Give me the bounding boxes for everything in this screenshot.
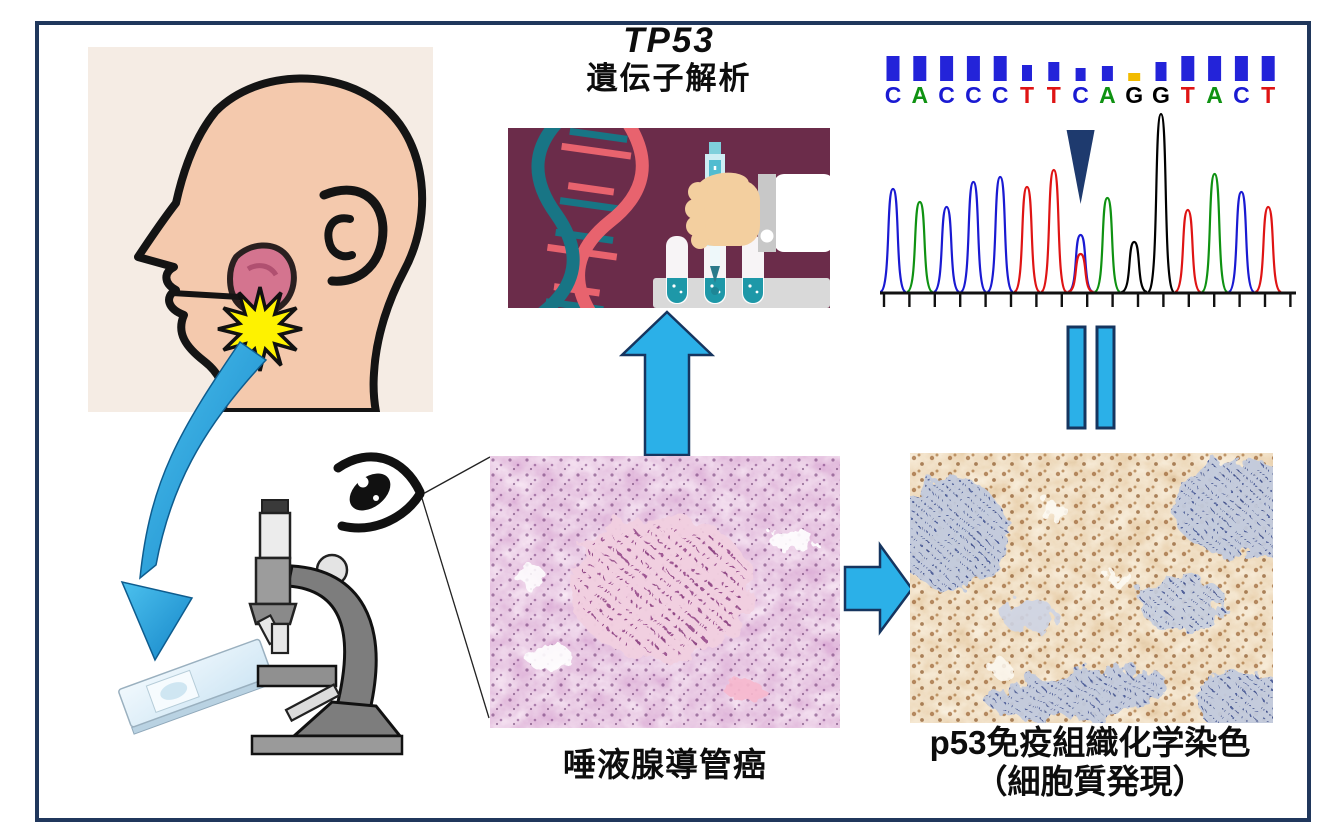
- quality-bar: [1181, 56, 1195, 81]
- body-tube: [254, 556, 292, 606]
- quality-bar: [993, 56, 1007, 81]
- ihc-white-gaps: [988, 504, 1132, 676]
- eye-highlight-small: [373, 495, 379, 501]
- ihc-label: p53免疫組織化学染色 （細胞質発現）: [888, 724, 1292, 802]
- quality-bar: [1208, 56, 1222, 81]
- trace-peak: [1174, 208, 1202, 294]
- ihc-label-line1: p53免疫組織化学染色: [929, 724, 1251, 761]
- title-gene-name: TP53: [623, 21, 715, 60]
- ear-inner-icon: [324, 214, 356, 261]
- base-letter: C: [1072, 82, 1089, 108]
- equals-sign: [1066, 325, 1116, 430]
- dna-strand-red: [572, 128, 649, 308]
- p53-ihc-image: [910, 453, 1273, 723]
- base-letter: T: [1047, 82, 1061, 108]
- view-line-bottom: [420, 494, 490, 719]
- base-letter: T: [1181, 82, 1195, 108]
- tube-rack: [653, 278, 830, 308]
- eye-lower-lid-icon: [337, 489, 425, 533]
- arrow-up-to-gene-analysis: [618, 310, 716, 457]
- quality-bar: [1261, 56, 1275, 81]
- quality-bar: [1075, 68, 1086, 81]
- trace-peak: [1200, 172, 1229, 294]
- base-letter: A: [1206, 82, 1223, 108]
- dna-helix-icon: [531, 128, 649, 308]
- he-histology-image: [490, 456, 840, 728]
- trace-peak: [905, 200, 934, 294]
- he-white-gaps: [514, 526, 812, 700]
- trace-peak: [986, 175, 1015, 294]
- trace-peak: [1067, 233, 1095, 294]
- eye-pupil: [349, 473, 391, 511]
- ihc-stroma-nuclei: [910, 460, 1273, 723]
- quality-bar: [1022, 65, 1032, 81]
- trace-peak: [1120, 240, 1148, 294]
- ear-outer-icon: [319, 185, 388, 286]
- base-letter: C: [885, 82, 902, 108]
- trace-peak: [1067, 252, 1095, 294]
- eyepiece-cap: [261, 499, 289, 514]
- base-letter: T: [1020, 82, 1034, 108]
- trace-peak: [1146, 112, 1176, 294]
- gene-analysis-title: TP53 遺伝子解析: [504, 20, 834, 98]
- trace-peak: [878, 187, 908, 294]
- patient-head-illustration: [88, 47, 433, 412]
- mirror: [284, 683, 341, 723]
- tumor-starburst-icon: [217, 286, 303, 372]
- quality-bar: [1234, 56, 1248, 81]
- quality-bar: [1128, 73, 1141, 81]
- trace-peak: [1012, 185, 1042, 294]
- trace-peak: [1039, 168, 1068, 294]
- test-tubes: [666, 236, 764, 304]
- comedonecrosis-area: [570, 516, 754, 660]
- sampling-curved-arrow: [120, 340, 268, 662]
- objective-lens-2: [270, 622, 290, 655]
- base-letter: A: [1099, 82, 1116, 108]
- base-letter: A: [911, 82, 928, 108]
- arrow-right-to-ihc: [843, 541, 914, 636]
- trace-peak: [1093, 196, 1122, 294]
- ihc-label-line2: （細胞質発現）: [974, 762, 1206, 800]
- quality-bar: [966, 56, 980, 81]
- trace-peak: [1254, 205, 1283, 294]
- quality-bar: [1048, 62, 1060, 81]
- quality-bar: [1155, 62, 1167, 81]
- microscope-icon: [248, 499, 404, 756]
- curved-arrow-shaft: [139, 340, 268, 580]
- base-letter: C: [1233, 82, 1250, 108]
- stage: [256, 664, 338, 688]
- trace-peak: [1227, 190, 1256, 294]
- glass-slide-icon: [118, 638, 276, 735]
- trace-peak: [959, 180, 988, 294]
- mutation-marker-arrowhead: [1066, 130, 1095, 204]
- quality-bar: [1101, 66, 1113, 81]
- eye-view-group: [333, 452, 491, 719]
- curved-arrow-head: [120, 580, 194, 662]
- base-foot: [250, 734, 404, 756]
- view-line-top: [420, 456, 491, 496]
- base-letter: C: [938, 82, 955, 108]
- mouth-line: [169, 290, 243, 300]
- trace-peak: [932, 205, 961, 294]
- quality-bar: [940, 56, 954, 81]
- dna-strand-teal: [531, 128, 580, 308]
- base-letter: C: [965, 82, 982, 108]
- title-gene-analysis: 遺伝子解析: [586, 61, 752, 97]
- specimen-blob: [160, 682, 188, 700]
- quality-bar: [913, 56, 927, 81]
- base-letter: C: [992, 82, 1009, 108]
- base-letter: T: [1261, 82, 1275, 108]
- eye-upper-lid-icon: [333, 452, 425, 497]
- eyepiece-tube: [258, 511, 292, 560]
- gene-analysis-illustration: [508, 128, 830, 308]
- base-letter: G: [1152, 82, 1170, 108]
- gland-shading: [246, 263, 279, 277]
- histology-label: 唾液腺導管癌: [563, 746, 767, 783]
- base-letter: G: [1125, 82, 1143, 108]
- eye-highlight: [357, 476, 369, 488]
- hand-icon: [685, 172, 830, 252]
- quality-bar: [886, 56, 900, 81]
